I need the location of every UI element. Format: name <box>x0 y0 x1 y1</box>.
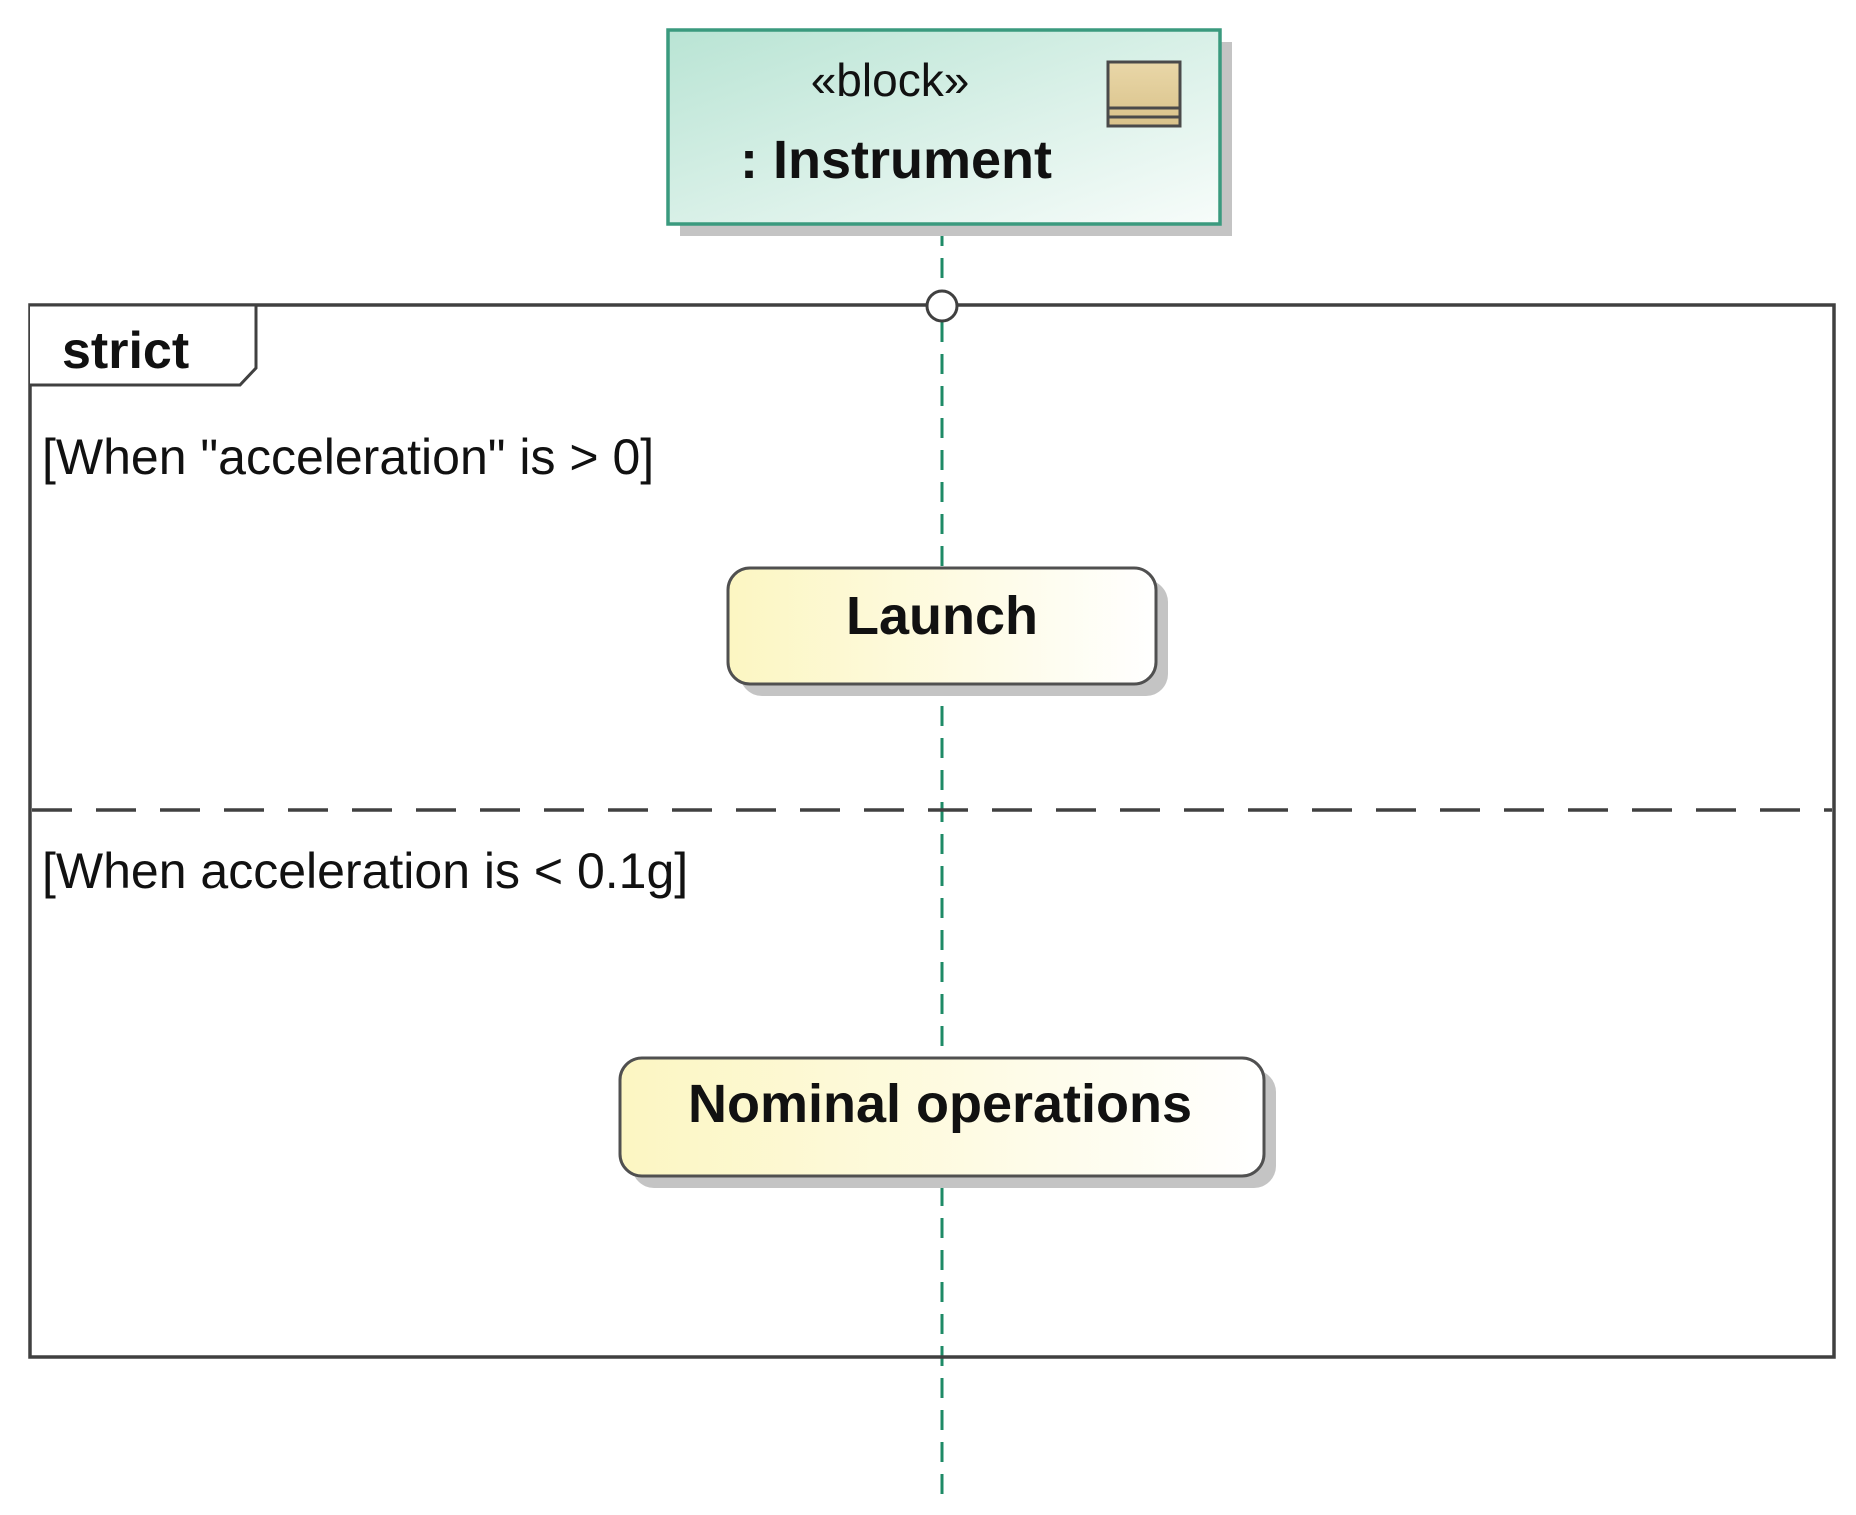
state-invariant-launch[interactable]: Launch <box>726 566 1158 686</box>
lifeline-name: : Instrument <box>740 130 1052 190</box>
state-invariant-nominal-operations[interactable]: Nominal operations <box>618 1056 1266 1178</box>
operand-guard-2: [When acceleration is < 0.1g] <box>42 843 688 899</box>
lifeline-frame-connector <box>925 289 959 323</box>
block-icon <box>1106 60 1182 128</box>
operand-guard-1: [When "acceleration" is > 0] <box>42 429 654 485</box>
lifeline-head[interactable]: «block» : Instrument <box>666 28 1222 226</box>
fragment-operator-tab: strict <box>30 303 258 387</box>
lifeline-stereotype: «block» <box>811 54 970 106</box>
fragment-operator-label: strict <box>62 322 189 380</box>
state-nominal-label: Nominal operations <box>688 1074 1192 1134</box>
state-launch-label: Launch <box>846 586 1038 646</box>
